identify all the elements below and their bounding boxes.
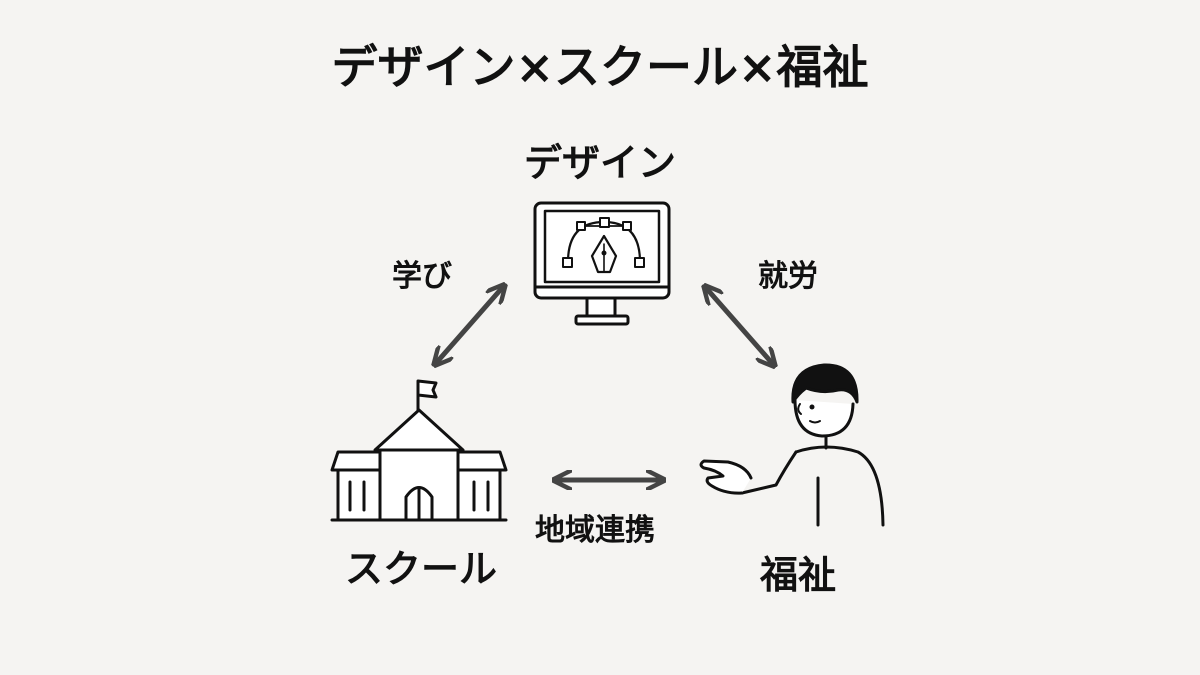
- monitor-pen-tool-icon: [535, 203, 669, 324]
- school-building-icon: [332, 381, 506, 520]
- arrow-employment: [707, 289, 772, 363]
- arrow-learning: [437, 288, 502, 362]
- person-gesturing-icon: [701, 365, 883, 525]
